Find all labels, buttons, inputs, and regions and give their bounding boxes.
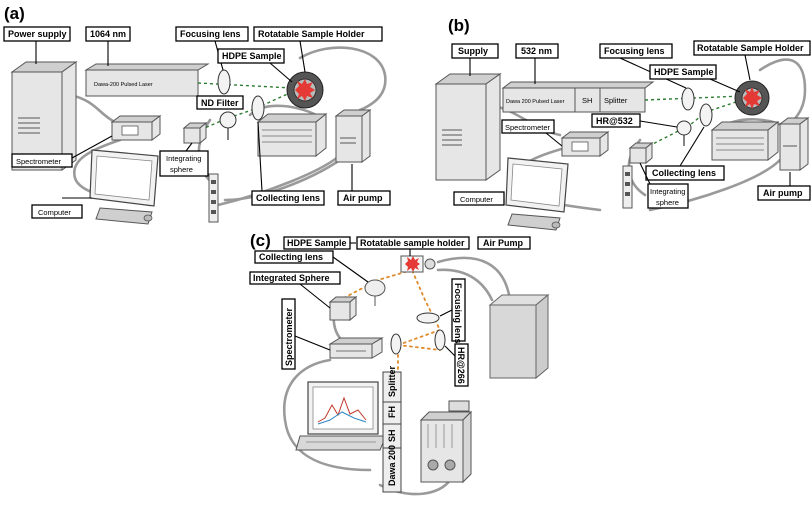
sample-spark-c-icon [405,256,420,272]
air-pump-b [778,117,810,171]
laser-532: Dawa 200 Pulsed Laser SH Splitter [501,81,655,113]
sample-spark-a-icon [295,79,315,101]
label-hdpe-sample-c: HDPE Sample [287,238,347,248]
label-hdpe-sample-b: HDPE Sample [654,67,714,77]
beam-a-main [197,82,293,89]
label-integrated-sphere-c: Integrated Sphere [253,273,330,283]
beam-lens-c [390,333,402,355]
module-fh-c: FH [387,406,397,418]
power-strip-b [622,165,633,209]
panel-b: (b) Dawa 200 Pulsed Laser SH Splitt [434,16,811,231]
rotatable-holder-b [734,80,770,116]
spectrometer-b [560,131,610,157]
air-pump-c [488,293,550,380]
laptop-c [295,381,387,451]
label-collecting-lens-c: Collecting lens [259,252,323,262]
beam-a-return [199,91,293,131]
panel-c: (c) [249,231,550,496]
integrated-sphere-c [328,295,358,322]
label-spectrometer-a: Spectrometer [16,157,62,166]
sh-b-text: SH [582,96,592,105]
label-air-pump-a: Air pump [343,193,383,203]
rotatable-holder-c [400,255,436,273]
laser-stack-c: Splitter FH SH Dawa 200 [382,365,402,493]
labels-b: Supply 532 nm Focusing lens Rotatable Sa… [451,40,811,209]
panel-a-tag: (a) [4,4,25,23]
power-unit-c [419,400,473,484]
laser-a-text: Dawa-200 Pulsed Laser [94,82,153,88]
label-collecting-lens-a: Collecting lens [256,193,320,203]
nd-filter [219,111,237,129]
splitter-b-text: Splitter [604,96,628,105]
focusing-lens-b [681,87,695,111]
label-1064nm: 1064 nm [90,29,126,39]
label-computer-b: Computer [460,195,493,204]
label-integrating-b-2: sphere [656,198,679,207]
label-focusing-lens-c: Focusing lens [453,283,463,344]
label-nd-filter: ND Filter [201,98,239,108]
label-532nm: 532 nm [521,46,552,56]
label-air-pump-c: Air Pump [483,238,524,248]
focusing-lens-c [416,312,440,324]
label-spectrometer-c: Spectrometer [284,307,294,366]
label-focusing-lens-b: Focusing lens [604,46,665,56]
label-hdpe-sample-a: HDPE Sample [222,51,282,61]
beam-b-return [644,99,743,149]
hr-mirror-b [676,120,692,136]
label-air-pump-b: Air pump [763,188,803,198]
collecting-lens-b [699,103,713,127]
panel-a: (a) Dawa-200 Pulsed Laser [3,4,391,225]
label-supply-b: Supply [458,46,488,56]
supply-unit-b [434,73,502,181]
collecting-lens-a [251,95,265,121]
sample-spark-b-icon [743,87,762,109]
power-strip-a [208,173,219,223]
computer-a [89,149,159,225]
label-computer-a: Computer [38,208,71,217]
module-dawa-c: Dawa 200 [387,445,397,486]
spectrometer-a [110,115,162,141]
label-rotatable-holder-b: Rotatable Sample Holder [697,43,804,53]
module-sh-c: SH [387,429,397,442]
air-pump-a [334,109,372,163]
label-rotatable-holder-a: Rotatable Sample Holder [258,29,365,39]
panel-c-tag: (c) [250,231,271,250]
collecting-lens-c [364,279,386,306]
module-splitter-c: Splitter [387,365,397,397]
label-focusing-lens-a: Focusing lens [180,29,241,39]
focusing-lens-a [217,69,231,95]
spectrometer-c [328,337,384,359]
label-hr266: HR@266 [456,347,466,384]
cooler-b [710,120,780,162]
label-integrating-a-2: sphere [170,165,193,174]
label-integrating-a-1: Integrating [166,154,201,163]
label-integrating-b-1: Integrating [650,187,685,196]
integrating-sphere-b [628,141,654,165]
integrating-sphere-a [182,121,208,145]
laser-1064: Dawa-200 Pulsed Laser [84,63,210,97]
cooler-a [256,112,328,158]
labels-c: HDPE Sample Rotatable sample holder Air … [249,236,531,387]
hr-mirror-c [434,329,446,351]
computer-b [505,157,569,231]
label-hr532: HR@532 [596,116,633,126]
rotatable-holder-a [286,71,324,109]
label-collecting-lens-b: Collecting lens [652,168,716,178]
laser-b-text: Dawa 200 Pulsed Laser [506,99,565,105]
label-rotatable-holder-c: Rotatable sample holder [360,238,465,248]
label-power-supply: Power supply [8,29,67,39]
label-spectrometer-b: Spectrometer [505,123,551,132]
panel-b-tag: (b) [448,16,470,35]
labels-a: Power supply 1064 nm Focusing lens Rotat… [3,26,391,219]
